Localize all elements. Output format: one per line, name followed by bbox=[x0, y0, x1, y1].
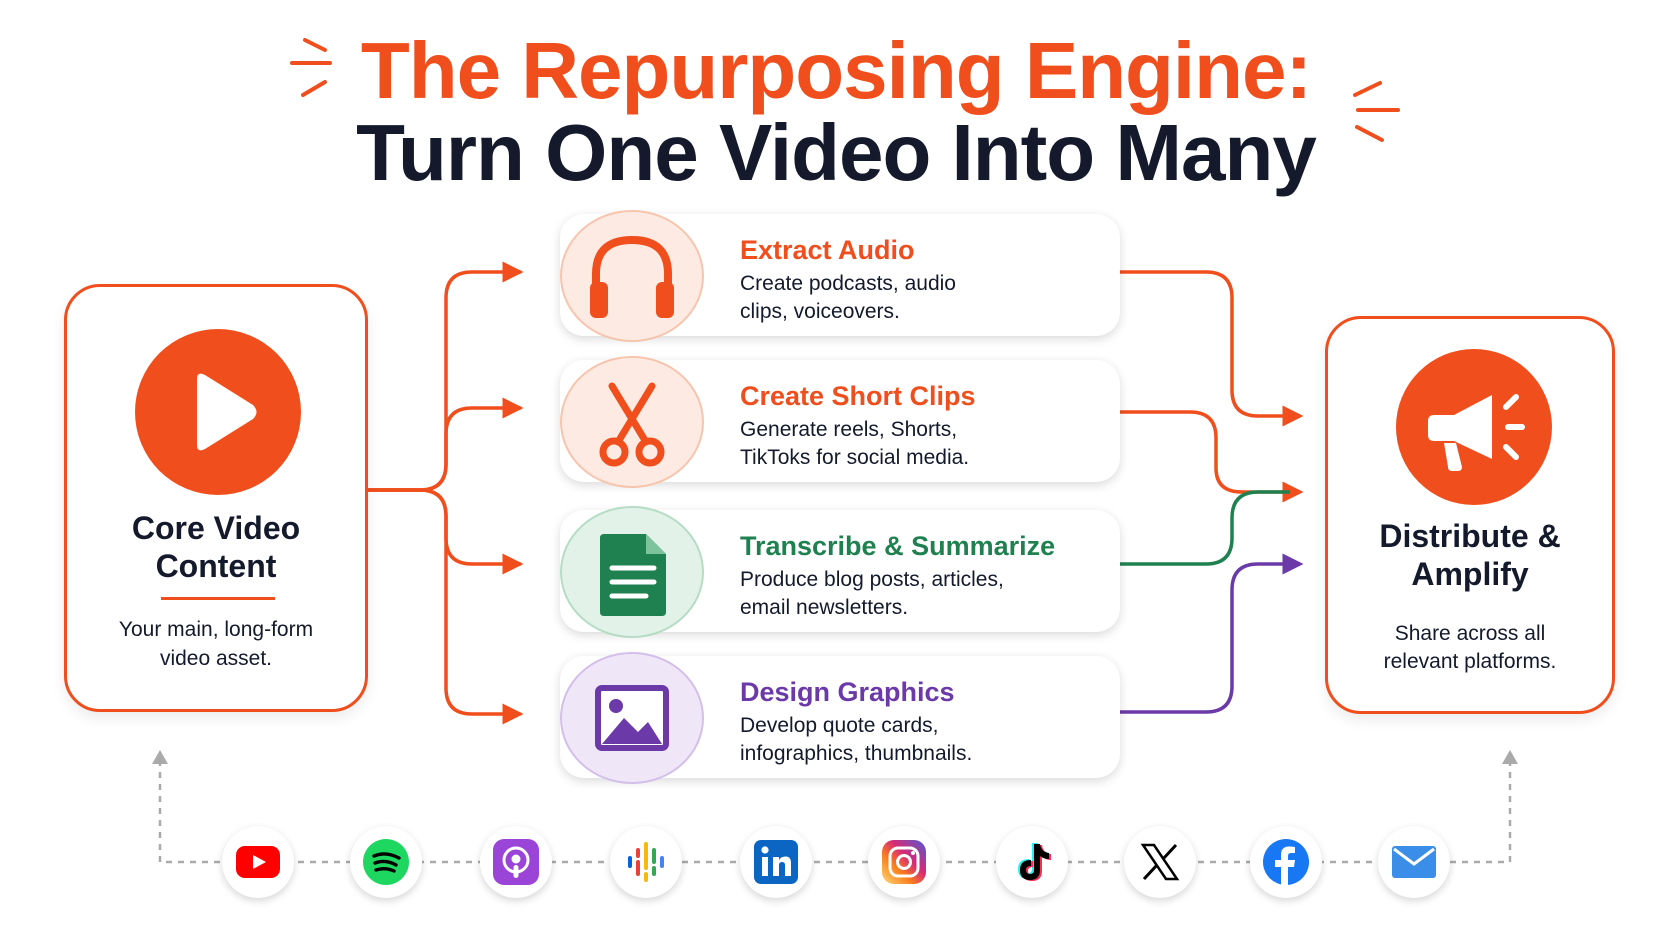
source-description-line-2: video asset. bbox=[159, 647, 273, 670]
target-title-line-1: Distribute & bbox=[1379, 518, 1561, 554]
megaphone-icon bbox=[1428, 394, 1525, 471]
step-circle-transcribe-summarize bbox=[560, 506, 704, 638]
step-circle-design-graphics bbox=[560, 652, 704, 784]
email-icon bbox=[1392, 846, 1436, 878]
step-description-line-2: clips, voiceovers. bbox=[740, 300, 900, 323]
headphones-icon bbox=[590, 235, 674, 318]
source-circle bbox=[135, 329, 301, 495]
step-description-line-1: Develop quote cards, bbox=[740, 714, 939, 737]
source-title-line-2: Content bbox=[155, 548, 277, 584]
source-title-line-1: Core Video bbox=[131, 510, 301, 546]
apple-podcasts-icon bbox=[493, 839, 539, 885]
step-circle-create-short-clips bbox=[560, 356, 704, 488]
platform-instagram[interactable] bbox=[868, 826, 940, 898]
step-description-line-1: Create podcasts, audio bbox=[740, 272, 956, 295]
source-box: Core Video Content Your main, long-form … bbox=[64, 284, 368, 712]
x-icon bbox=[1140, 843, 1180, 881]
step-title-extract-audio: Extract Audio bbox=[740, 235, 915, 265]
title-line-1: The Repurposing Engine: bbox=[360, 26, 1312, 115]
youtube-icon bbox=[236, 846, 280, 878]
target-description-line-1: Share across all bbox=[1394, 622, 1546, 645]
platform-google-podcasts[interactable] bbox=[610, 826, 682, 898]
platform-tiktok[interactable] bbox=[996, 826, 1068, 898]
platform-email[interactable] bbox=[1378, 826, 1450, 898]
document-icon bbox=[600, 534, 666, 616]
step-title-create-short-clips: Create Short Clips bbox=[740, 381, 976, 411]
step-description-line-2: TikToks for social media. bbox=[740, 446, 970, 469]
platform-linkedin[interactable] bbox=[740, 826, 812, 898]
facebook-icon bbox=[1263, 839, 1309, 885]
google-podcasts-icon bbox=[628, 842, 664, 882]
step-title-transcribe-summarize: Transcribe & Summarize bbox=[740, 531, 1056, 561]
target-circle bbox=[1396, 349, 1552, 505]
target-title-line-2: Amplify bbox=[1411, 556, 1529, 592]
step-description-line-1: Generate reels, Shorts, bbox=[740, 418, 958, 441]
source-divider bbox=[161, 597, 275, 600]
play-icon bbox=[197, 373, 257, 451]
instagram-icon bbox=[882, 840, 926, 884]
image-icon bbox=[595, 685, 669, 751]
target-box: Distribute & Amplify Share across all re… bbox=[1325, 316, 1615, 714]
step-description-line-2: email newsletters. bbox=[740, 596, 909, 619]
linkedin-icon bbox=[754, 840, 798, 884]
target-description-line-2: relevant platforms. bbox=[1383, 650, 1557, 673]
step-circle-extract-audio bbox=[560, 210, 704, 342]
platform-facebook[interactable] bbox=[1250, 826, 1322, 898]
platform-x[interactable] bbox=[1124, 826, 1196, 898]
platform-spotify[interactable] bbox=[350, 826, 422, 898]
tiktok-icon bbox=[1018, 843, 1051, 881]
step-title-design-graphics: Design Graphics bbox=[740, 677, 955, 707]
step-description-line-1: Produce blog posts, articles, bbox=[740, 568, 1004, 591]
spotify-icon bbox=[363, 839, 409, 885]
platform-apple-podcasts[interactable] bbox=[480, 826, 552, 898]
scissors-icon bbox=[599, 382, 665, 467]
source-description-line-1: Your main, long-form bbox=[118, 618, 314, 641]
title-line-2: Turn One Video Into Many bbox=[356, 108, 1317, 197]
step-description-line-2: infographics, thumbnails. bbox=[740, 742, 973, 765]
platform-youtube[interactable] bbox=[222, 826, 294, 898]
